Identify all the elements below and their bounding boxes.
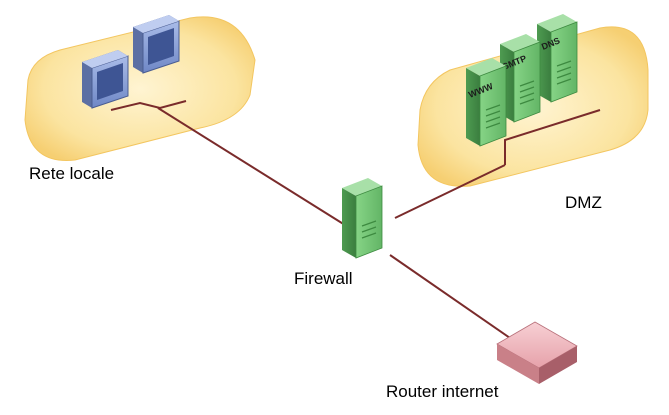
www-server-icon: WWW (466, 58, 507, 147)
monitor-icon (133, 15, 180, 74)
router-icon (496, 321, 578, 384)
lan-label: Rete locale (29, 164, 115, 183)
smtp-server-icon: SMTP (500, 34, 541, 123)
lan-link (110, 100, 187, 111)
dns-server-icon: DNS (537, 14, 578, 103)
firewall-to-router (389, 254, 511, 339)
dmz-label: DMZ (565, 193, 602, 212)
firewall-to-dmz (394, 164, 506, 219)
links (110, 100, 601, 339)
dmz-bus (504, 109, 601, 165)
router-label: Router internet (386, 382, 499, 401)
lan-zone (24, 16, 256, 161)
lan-to-firewall (157, 107, 346, 226)
firewall-server-icon (342, 178, 383, 259)
monitor-icon (82, 50, 129, 109)
firewall-label: Firewall (294, 269, 353, 288)
